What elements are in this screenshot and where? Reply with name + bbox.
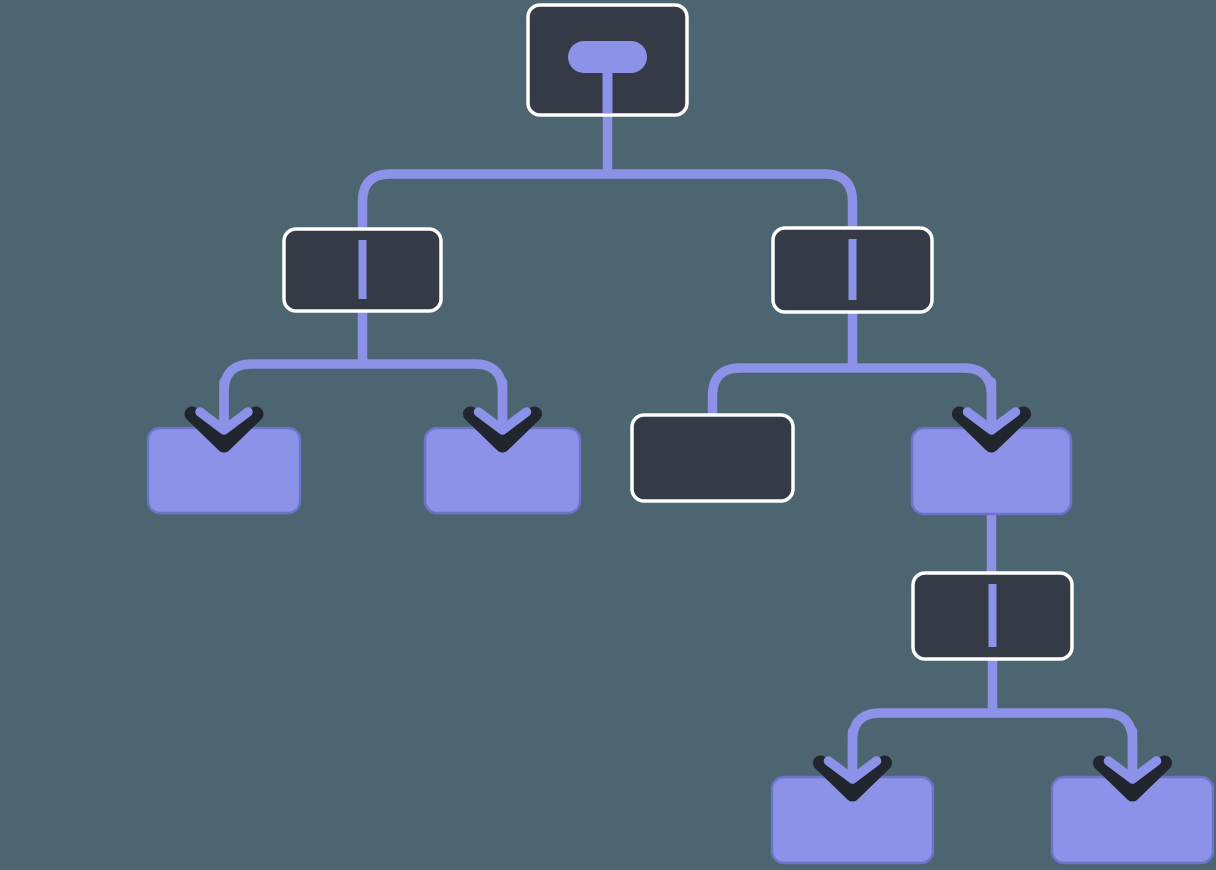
node-branch-left[interactable] xyxy=(282,227,443,313)
arrow-purple-chevron xyxy=(473,377,532,435)
chevron-down-arrow-icon xyxy=(1093,726,1172,802)
chevron-down-arrow-icon xyxy=(813,726,892,802)
node-root[interactable] xyxy=(526,3,689,117)
node-leaf-3[interactable] xyxy=(630,413,795,503)
pass-through-line-icon xyxy=(988,584,997,647)
chevron-down-arrow-icon xyxy=(952,377,1031,453)
connector-edge xyxy=(607,169,858,236)
node-branch-bottom[interactable] xyxy=(911,571,1074,661)
connector-edge xyxy=(707,363,853,423)
connector-layer xyxy=(219,113,1138,779)
arrow-purple-chevron xyxy=(1103,726,1162,784)
arrow-purple-chevron xyxy=(823,726,882,784)
dark-node-box xyxy=(630,413,795,503)
chevron-down-arrow-icon xyxy=(184,377,264,453)
connector-edge xyxy=(357,169,608,237)
arrow-black-chevron xyxy=(463,406,542,453)
pass-through-line-icon xyxy=(358,240,367,299)
arrow-black-chevron xyxy=(952,406,1031,453)
node-layer xyxy=(146,3,1215,865)
root-icon-stem xyxy=(602,60,613,113)
arrow-layer xyxy=(184,377,1172,802)
arrow-black-chevron xyxy=(184,406,264,453)
node-branch-right[interactable] xyxy=(771,226,934,314)
root-icon-pill xyxy=(568,41,647,73)
chevron-down-arrow-icon xyxy=(463,377,542,453)
arrow-black-chevron xyxy=(813,755,892,802)
arrow-black-chevron xyxy=(1093,755,1172,802)
arrow-purple-chevron xyxy=(962,377,1021,435)
pass-through-line-icon xyxy=(848,239,857,300)
tree-root-icon xyxy=(568,41,647,113)
arrow-purple-chevron xyxy=(195,377,253,435)
